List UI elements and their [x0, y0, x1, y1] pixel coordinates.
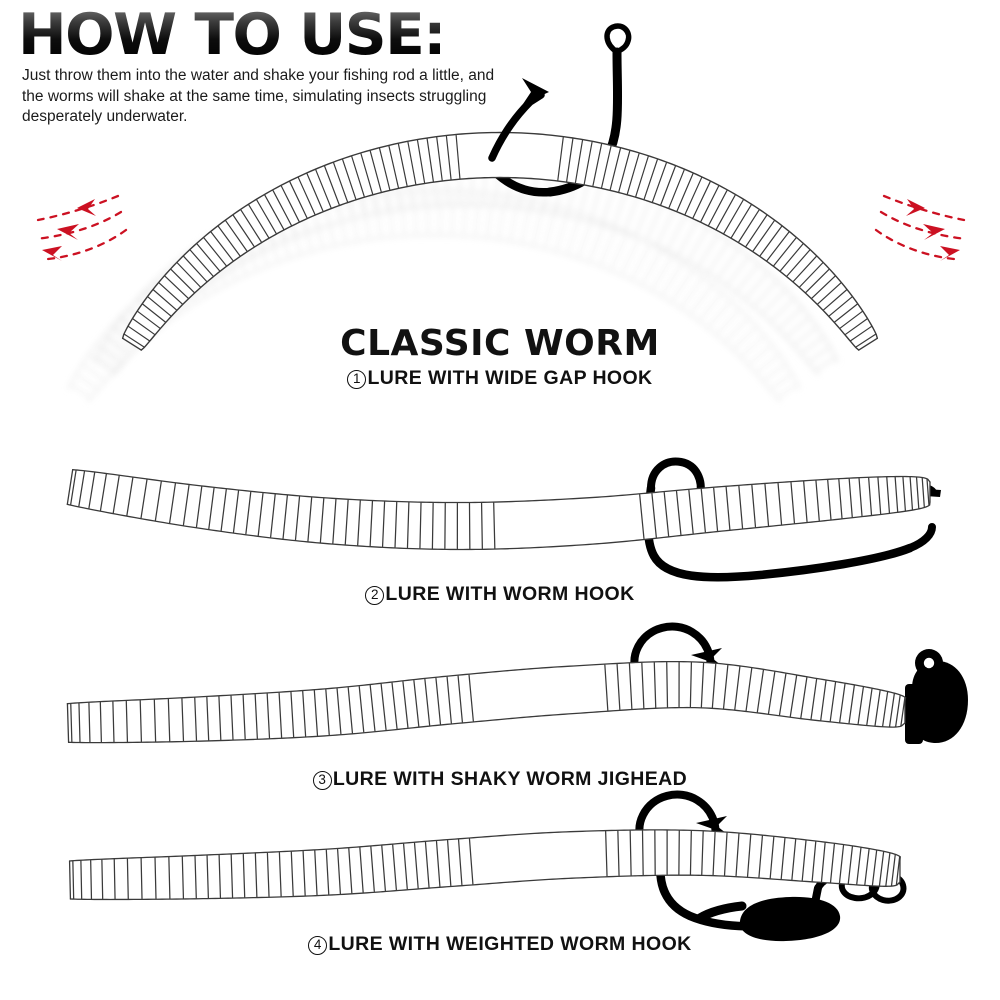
product-name: CLASSIC WORM [340, 323, 660, 364]
caption-3-number: 3 [312, 771, 332, 790]
worm-hook-icon [643, 457, 941, 582]
lure-3-body [66, 660, 907, 744]
worm-hook-icon-3 [630, 622, 722, 696]
header: HOW TO USE: Just throw them into the wat… [18, 6, 538, 128]
motion-arrows-left-icon [34, 194, 128, 261]
caption-2-number: 2 [365, 586, 385, 605]
caption-1-number: 1 [347, 370, 367, 389]
motion-arrows-right-icon [874, 194, 968, 261]
weighted-worm-hook-icon [635, 790, 846, 931]
page-title: HOW TO USE: [18, 6, 548, 63]
lure-2-body [66, 469, 931, 551]
caption-1-label: LURE WITH WIDE GAP HOOK [367, 367, 653, 389]
caption-3-label: LURE WITH SHAKY WORM JIGHEAD [332, 768, 688, 790]
lure-1-body [121, 131, 879, 351]
shaky-worm-jighead-icon [905, 649, 968, 744]
lure-2-group [66, 457, 941, 582]
lure-4-group [68, 790, 907, 942]
caption-4-number: 4 [308, 936, 328, 955]
caption-2-label: LURE WITH WORM HOOK [385, 583, 635, 605]
lure-4-body [68, 829, 901, 901]
line-loop-icon [838, 860, 907, 904]
lure-3-group [66, 622, 968, 744]
caption-4-label: LURE WITH WEIGHTED WORM HOOK [328, 933, 692, 955]
header-description: Just throw them into the water and shake… [22, 67, 495, 126]
